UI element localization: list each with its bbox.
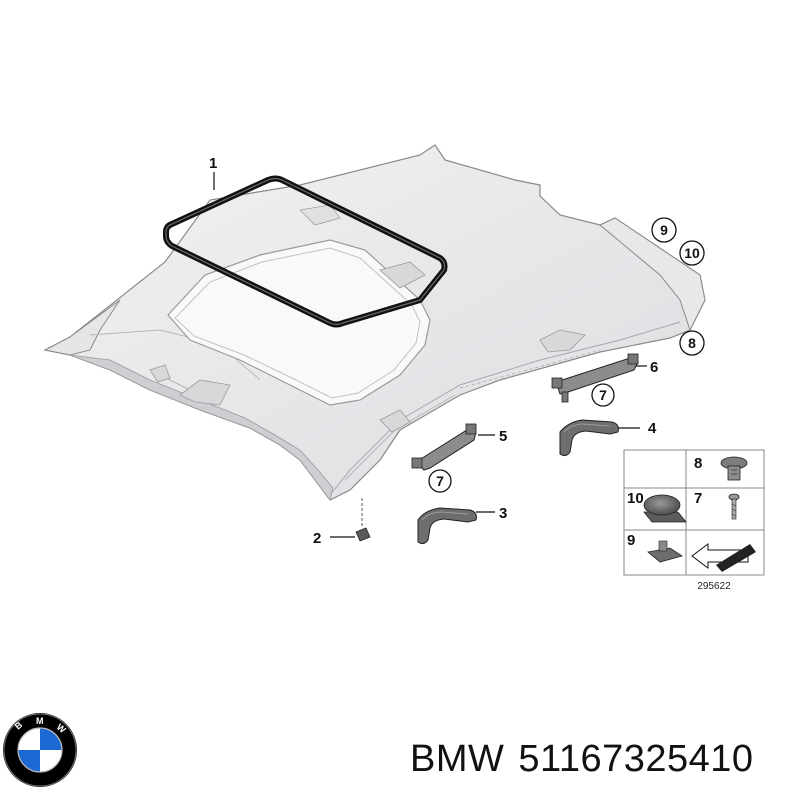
part-caption: BMW 51167325410 — [410, 738, 754, 781]
bracket-rear — [551, 353, 639, 403]
part-number: 51167325410 — [518, 738, 754, 780]
grab-handle-rear — [559, 419, 619, 457]
svg-text:8: 8 — [688, 335, 696, 351]
direction-arrow-icon — [691, 543, 756, 572]
drawing-number: 295622 — [697, 581, 731, 592]
brand-name: BMW — [410, 738, 505, 780]
bmw-logo: B M W — [3, 713, 77, 787]
circled-callout-7-rear: 7 — [591, 383, 615, 407]
legend-label-7: 7 — [694, 490, 702, 507]
svg-text:10: 10 — [684, 245, 700, 261]
clip-part — [355, 498, 371, 542]
legend-label-10: 10 — [627, 490, 644, 507]
legend-label-9: 9 — [627, 532, 635, 549]
callout-6: 6 — [650, 359, 658, 376]
circled-callout-9: 9 — [651, 217, 677, 243]
callout-1: 1 — [209, 155, 217, 172]
screw-7-icon — [728, 493, 740, 520]
callout-2: 2 — [313, 530, 321, 547]
circled-callout-7-front: 7 — [428, 469, 452, 493]
callout-3: 3 — [499, 505, 507, 522]
svg-text:7: 7 — [436, 473, 444, 489]
felt-pad-10-icon — [643, 494, 687, 523]
circled-callout-8: 8 — [679, 330, 705, 356]
fastener-legend: 8 10 7 9 — [623, 449, 765, 592]
circled-callout-10: 10 — [679, 240, 705, 266]
svg-text:9: 9 — [660, 222, 668, 238]
clip-9-icon — [647, 540, 683, 563]
svg-text:7: 7 — [599, 387, 607, 403]
sunroof-seal — [163, 175, 448, 328]
svg-text:M: M — [36, 716, 44, 726]
push-clip-8-icon — [720, 456, 748, 481]
headliner-panel — [43, 144, 706, 501]
legend-label-8: 8 — [694, 455, 702, 472]
bracket-front — [411, 423, 477, 471]
callout-4: 4 — [648, 420, 657, 437]
callout-5: 5 — [499, 428, 507, 445]
grab-handle-front — [417, 507, 477, 545]
svg-text:B: B — [13, 719, 25, 731]
leader-lines — [213, 172, 647, 538]
